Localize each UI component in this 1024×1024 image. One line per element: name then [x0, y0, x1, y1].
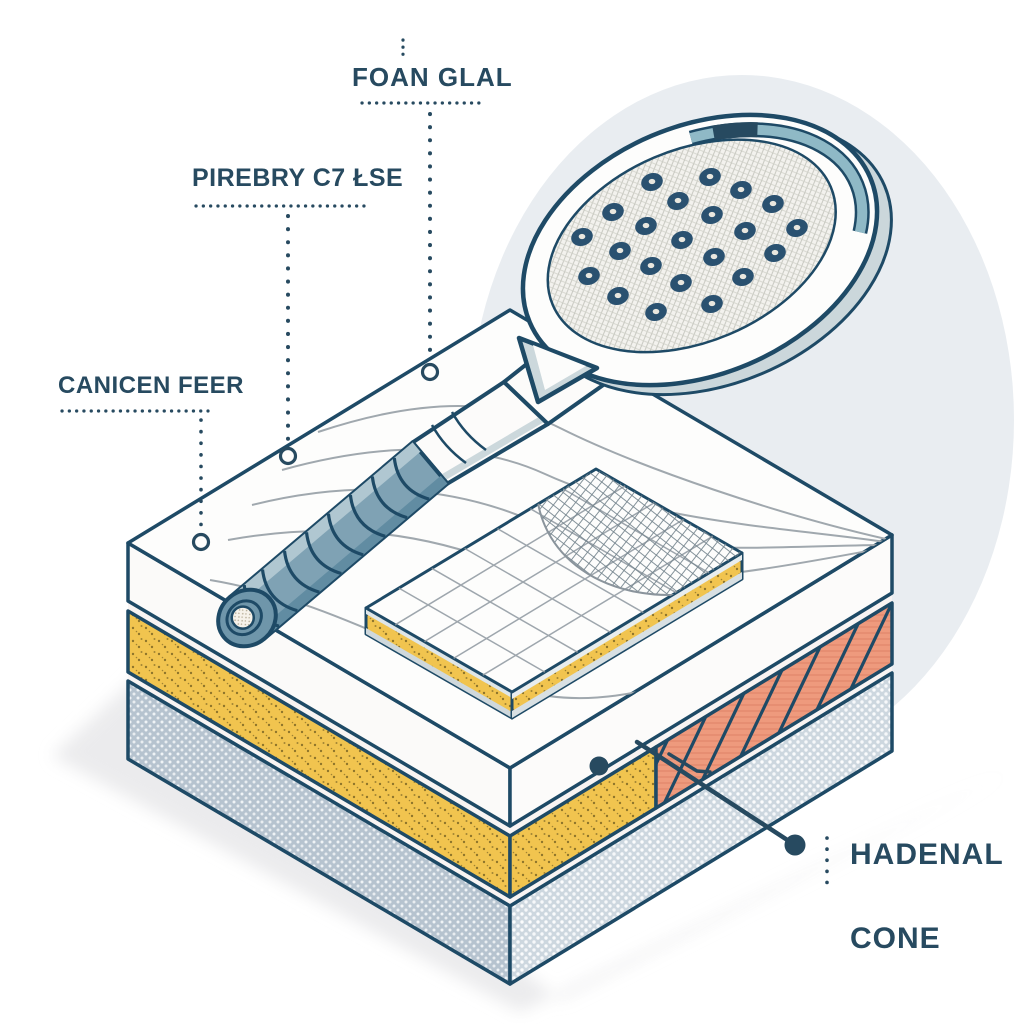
label-upper-left: PIREBRY C7 ŁSE [192, 164, 404, 192]
base-layer [126, 671, 894, 986]
core-plate [364, 467, 744, 720]
grip-butt-cap [216, 587, 278, 649]
racket-face-holes [571, 167, 808, 322]
label-bottom-right-line2: CONE [850, 922, 941, 955]
foam-layer [126, 601, 894, 899]
callout-lines [60, 38, 829, 892]
label-bottom-right-line1: HADENAL [850, 838, 1004, 871]
plate-fine-mesh [535, 469, 742, 597]
label-top: FOAN GLAL [352, 62, 513, 92]
ring-marker [278, 446, 298, 466]
leader-endpoint-dot [784, 834, 806, 856]
ring-marker [191, 532, 211, 552]
ring-marker [420, 362, 440, 382]
marker-dot [589, 756, 609, 776]
anchor-rings [191, 362, 440, 552]
leader-stub [667, 752, 712, 774]
rim-dark-segment [712, 122, 758, 141]
label-left: CANICEN FEER [58, 372, 245, 399]
leader-line [634, 739, 798, 848]
callout-dots [589, 756, 806, 856]
racket-grip [216, 440, 450, 649]
throat-cutout [516, 335, 600, 405]
padel-racket [216, 112, 893, 649]
label-bottom-right: HADENAL CONE [850, 834, 1004, 960]
